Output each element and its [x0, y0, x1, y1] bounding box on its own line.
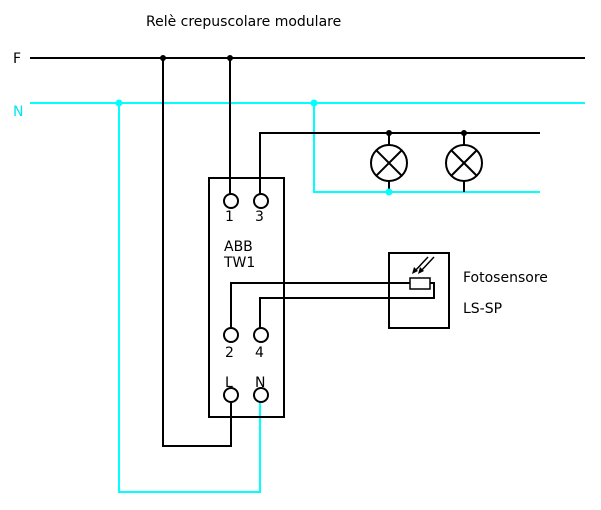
photosensor-box: [388, 252, 450, 329]
wire-4-to-sensor: [259, 282, 435, 328]
terminal-1: [223, 193, 239, 209]
terminal-L: [223, 387, 239, 403]
junction-dot: [385, 188, 393, 196]
relay-brand: ABB: [224, 239, 253, 255]
terminal-2: [223, 327, 239, 343]
sensor-name: Fotosensore: [463, 270, 548, 286]
terminal-N: [253, 387, 269, 403]
wire-3-to-lamps: [259, 132, 540, 194]
lamp-2: [445, 130, 483, 192]
phase-label: F: [13, 51, 21, 67]
sensor-model: LS-SP: [463, 301, 502, 317]
light-arrows-icon: [412, 256, 435, 274]
photoresistor-icon: [409, 277, 431, 290]
terminal-label-L: L: [225, 375, 233, 391]
terminal-label-4: 4: [255, 345, 264, 361]
terminal-3: [253, 193, 269, 209]
diagram-title: Relè crepuscolare modulare: [146, 14, 341, 30]
terminal-label-2: 2: [225, 345, 234, 361]
relay-model: TW1: [223, 255, 255, 271]
wire-2-to-sensor: [230, 282, 410, 328]
wire-neutral-to-N: [118, 103, 261, 493]
terminal-4: [253, 327, 269, 343]
terminal-label-1: 1: [225, 209, 234, 225]
terminal-label-3: 3: [255, 209, 264, 225]
lamp-1: [370, 130, 408, 196]
terminal-label-N: N: [255, 375, 265, 391]
wire-phase-to-L: [162, 58, 232, 447]
wire-neutral-to-lamps: [313, 103, 540, 193]
neutral-label: N: [13, 104, 23, 120]
